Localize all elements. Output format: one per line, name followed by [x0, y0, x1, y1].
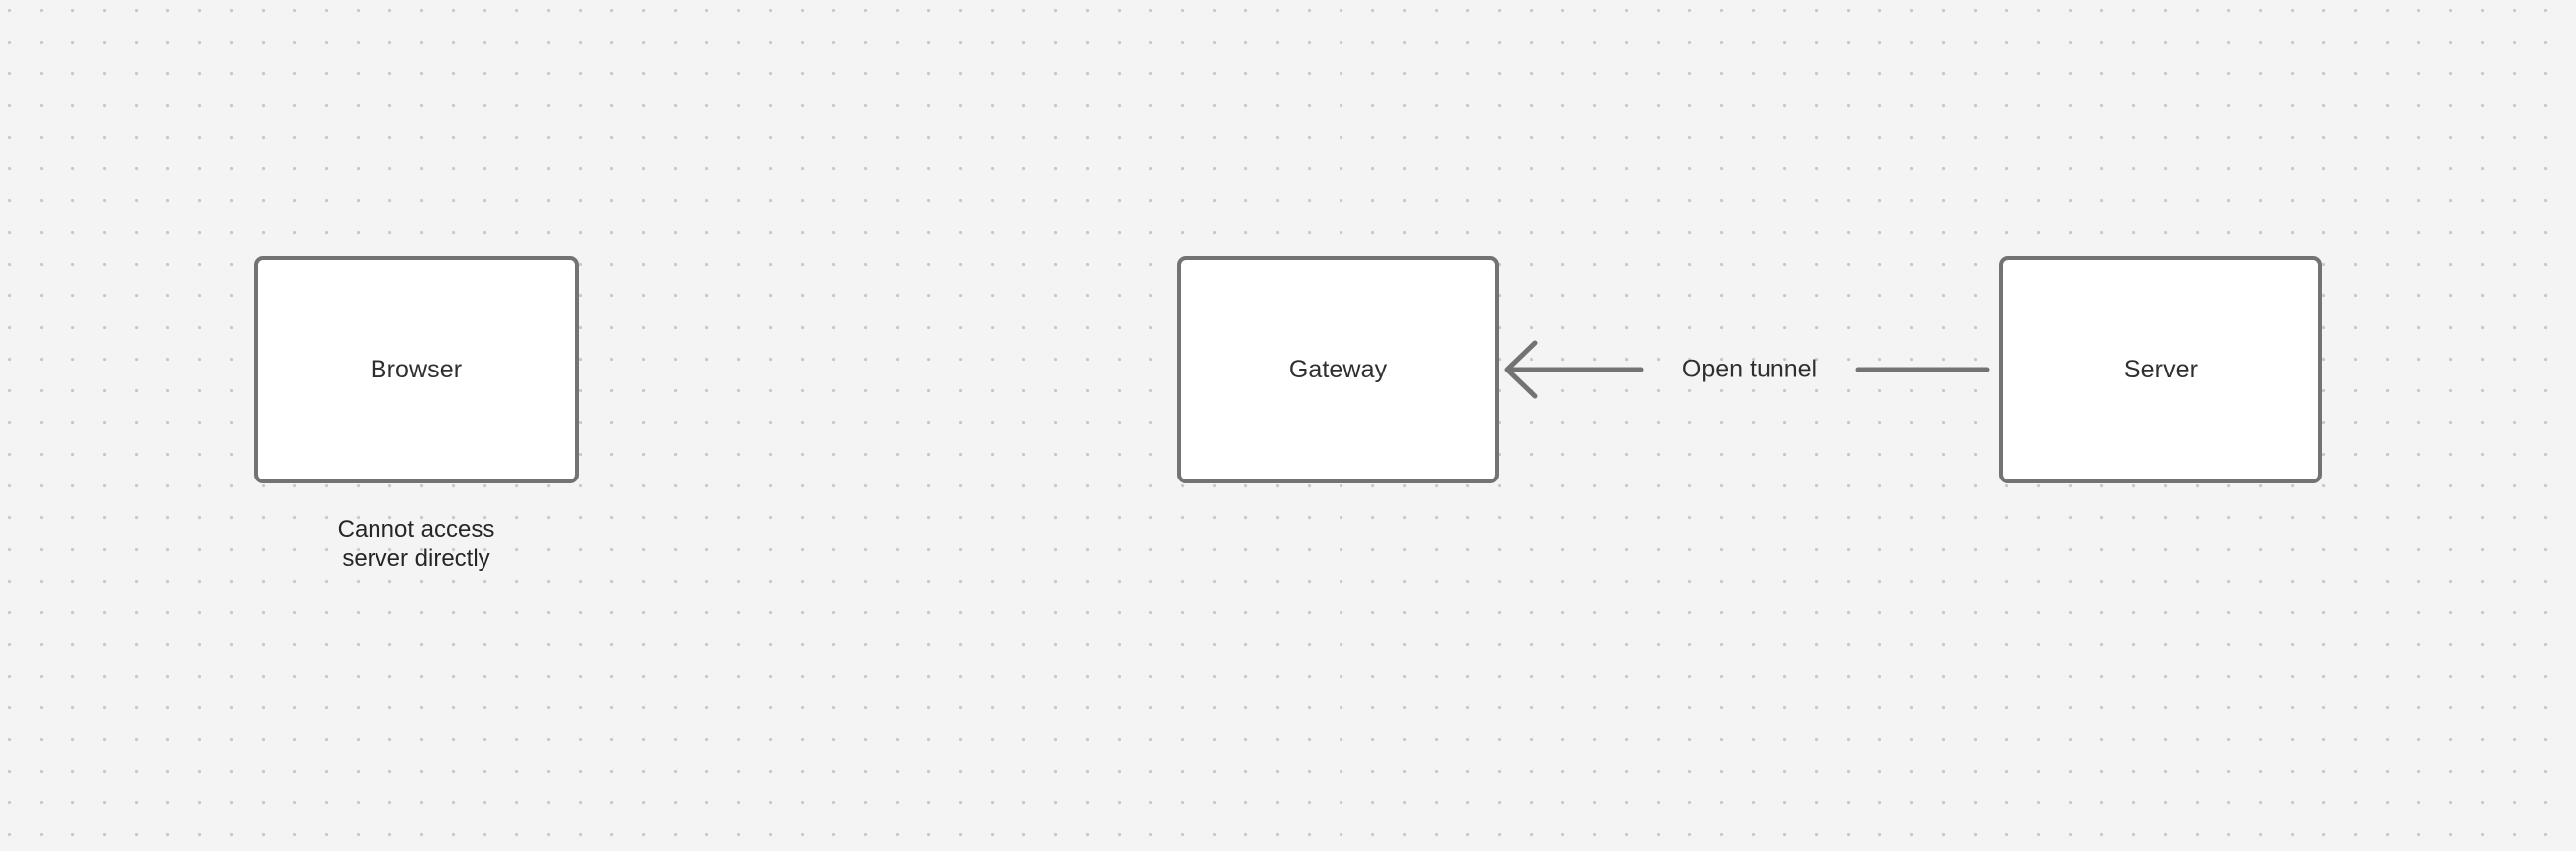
node-server[interactable]: Server: [1999, 256, 2322, 483]
edge-label-open-tunnel: Open tunnel: [1681, 355, 1818, 383]
node-gateway[interactable]: Gateway: [1177, 256, 1499, 483]
node-browser[interactable]: Browser: [254, 256, 579, 483]
node-server-label: Server: [2123, 355, 2199, 383]
arrowhead-left-icon: [1504, 340, 1538, 399]
node-browser-label: Browser: [370, 355, 463, 383]
node-browser-caption-line-1: Cannot access: [337, 516, 495, 543]
node-gateway-label: Gateway: [1288, 355, 1388, 383]
node-browser-caption-line-2: server directly: [342, 545, 490, 573]
node-browser-caption: Cannot access server directly: [254, 515, 579, 574]
